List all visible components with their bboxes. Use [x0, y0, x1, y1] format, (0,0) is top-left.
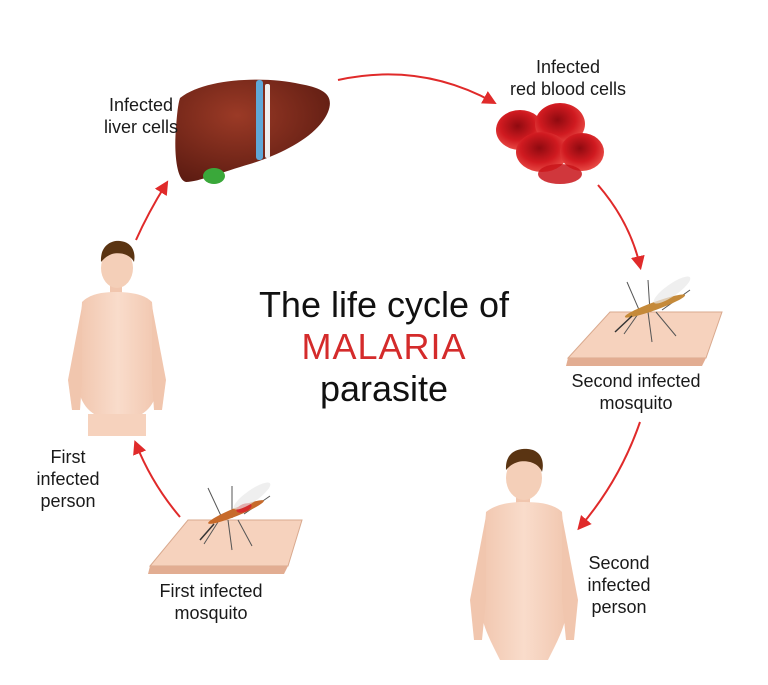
mosquito1-illustration [148, 482, 303, 574]
title-line-2: MALARIA [301, 326, 467, 367]
arrow-person1-to-liver [135, 180, 169, 241]
title-line-1: The life cycle of [258, 284, 510, 325]
liver-illustration [175, 79, 330, 184]
label-second-infected-mosquito: Second infected mosquito [571, 371, 701, 413]
arrow-rbc-to-mosquito2 [597, 184, 645, 271]
person2-illustration [470, 448, 578, 660]
person1-illustration [68, 240, 166, 436]
title-line-3: parasite [319, 368, 449, 409]
label-second-infected-person: Second infected person [587, 553, 651, 617]
arrow-mosquito2-to-person2 [577, 421, 641, 531]
red-blood-cells-illustration [496, 103, 604, 184]
label-first-infected-mosquito: First infected mosquito [159, 581, 263, 623]
mosquito2-illustration [566, 276, 723, 366]
label-infected-liver-cells: Infected liver cells [103, 95, 178, 137]
diagram-title: The life cycle of MALARIA parasite [234, 284, 534, 410]
label-first-infected-person: First infected person [36, 447, 100, 511]
arrow-liver-to-rbc [337, 73, 497, 105]
arrow-mosquito1-to-person1 [133, 440, 181, 518]
label-infected-red-blood-cells: Infected red blood cells [509, 57, 627, 99]
cycle-arrows [133, 73, 645, 531]
